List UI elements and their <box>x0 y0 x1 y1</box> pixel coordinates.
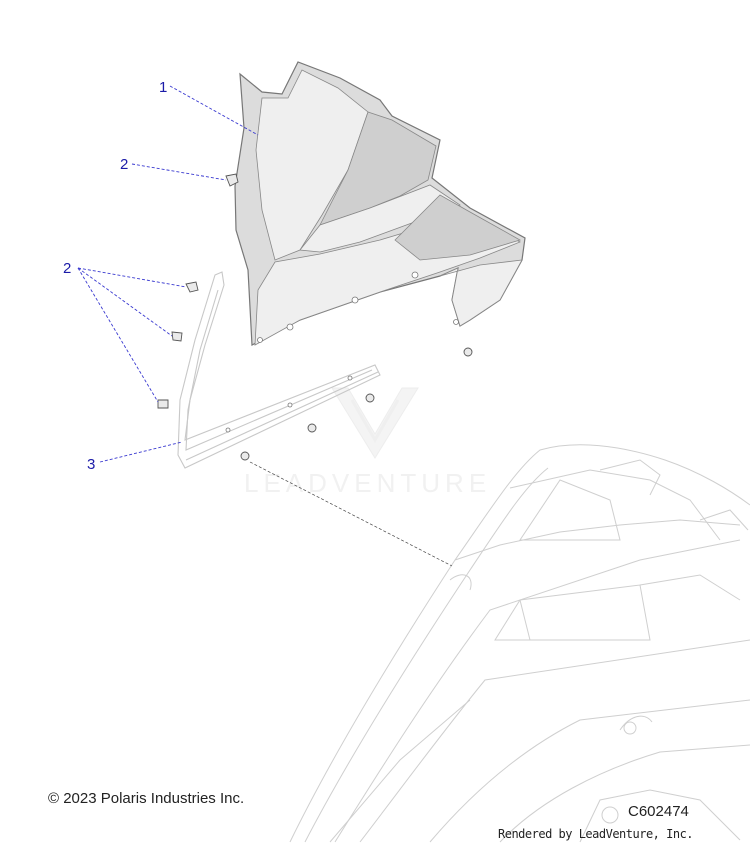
vehicle-body-outline <box>289 444 750 843</box>
nut-3 <box>240 451 250 461</box>
trim-seal <box>177 271 381 469</box>
fastener-1 <box>225 173 239 187</box>
fastener-2 <box>185 281 199 293</box>
windshield <box>234 61 526 346</box>
part-code: C602474 <box>628 803 689 820</box>
callout-2a: 2 <box>120 156 128 173</box>
watermark-logo: LEADVENTURE <box>244 387 491 498</box>
callout-2b: 2 <box>63 260 71 277</box>
leader-line-3 <box>99 441 183 463</box>
leader-line-1 <box>169 85 259 136</box>
nut-2 <box>307 423 317 433</box>
rendered-by-text: Rendered by LeadVenture, Inc. <box>498 827 694 841</box>
nut-4 <box>463 347 473 357</box>
nut-1 <box>365 393 375 403</box>
leader-line-2b-3 <box>77 267 159 403</box>
leader-line-2a <box>131 163 227 181</box>
callout-1: 1 <box>159 79 167 96</box>
assembly-line <box>249 461 453 567</box>
leader-line-2b-2 <box>77 267 173 337</box>
fastener-4 <box>157 399 169 409</box>
fastener-3 <box>171 331 183 342</box>
watermark-text: LEADVENTURE <box>244 468 491 498</box>
copyright-text: © 2023 Polaris Industries Inc. <box>48 790 245 807</box>
callout-3: 3 <box>87 456 95 473</box>
leader-line-2b-1 <box>77 267 187 288</box>
